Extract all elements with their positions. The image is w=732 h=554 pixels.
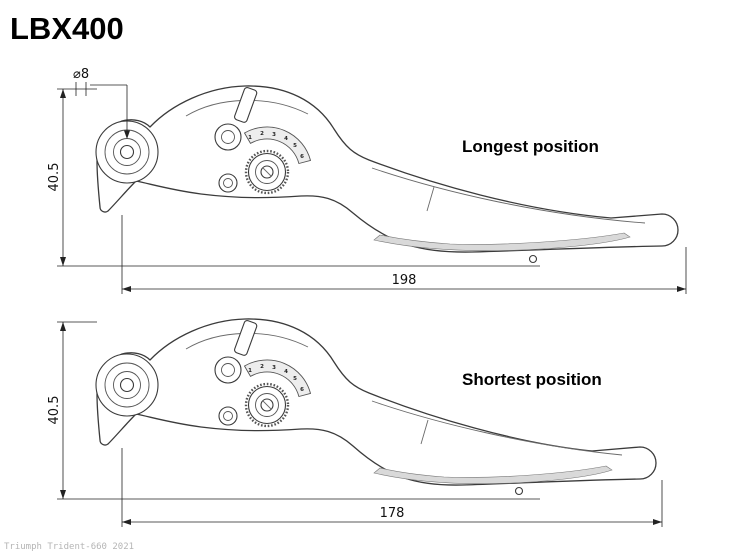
scale-number: 5 bbox=[293, 376, 297, 382]
blade-joint-line bbox=[426, 186, 435, 212]
lever-top: 1 2 3 4 5 6 bbox=[95, 85, 679, 264]
scale-number: 2 bbox=[260, 364, 264, 370]
adjuster-pins bbox=[214, 356, 242, 426]
adjuster-scale: 1 2 3 4 5 6 bbox=[248, 364, 304, 393]
dimensions-bottom: 40.5 178 bbox=[47, 321, 663, 527]
scale-number: 3 bbox=[272, 365, 276, 371]
lever-outline bbox=[96, 318, 657, 486]
scale-number: 6 bbox=[300, 154, 304, 160]
blade-nub bbox=[528, 254, 538, 264]
blade-joint-line bbox=[420, 419, 429, 445]
adjuster-knob bbox=[244, 149, 290, 195]
page-title: LBX400 bbox=[10, 11, 124, 46]
adjuster-scale: 1 2 3 4 5 6 bbox=[248, 131, 304, 160]
release-tab bbox=[234, 87, 258, 123]
height-dim-label: 40.5 bbox=[47, 163, 62, 192]
length-dim-label: 198 bbox=[392, 273, 417, 288]
lever-bottom: 1 2 3 4 5 6 bbox=[95, 318, 657, 496]
scale-number: 4 bbox=[284, 136, 288, 142]
height-dim-label: 40.5 bbox=[47, 396, 62, 425]
blade-groove bbox=[373, 232, 631, 251]
release-tab bbox=[234, 320, 258, 356]
adjuster-knob bbox=[244, 382, 290, 428]
blade-nub bbox=[514, 486, 524, 496]
blade-inner-line bbox=[371, 167, 646, 224]
blade-inner-line bbox=[371, 400, 623, 456]
watermark-text: Triumph Trident-660 2021 bbox=[4, 542, 134, 552]
dimensions-top: ⌀8 40.5 198 bbox=[47, 67, 687, 294]
scale-number: 2 bbox=[260, 131, 264, 137]
scale-number: 3 bbox=[272, 132, 276, 138]
length-dim-label: 178 bbox=[380, 506, 405, 521]
scale-number: 6 bbox=[300, 387, 304, 393]
adjuster-pins bbox=[214, 123, 242, 193]
bore-dim-label: ⌀8 bbox=[73, 67, 89, 82]
position-label-bottom: Shortest position bbox=[462, 370, 602, 389]
scale-number: 1 bbox=[248, 368, 252, 374]
adjuster-arc-channel bbox=[243, 359, 312, 398]
blade-groove bbox=[373, 465, 613, 484]
scale-number: 4 bbox=[284, 369, 288, 375]
pivot-boss bbox=[95, 353, 159, 417]
position-label-top: Longest position bbox=[462, 137, 599, 156]
adjuster-arc-channel bbox=[243, 126, 312, 165]
lever-outline bbox=[96, 85, 679, 253]
scale-number: 5 bbox=[293, 143, 297, 149]
scale-number: 1 bbox=[248, 135, 252, 141]
